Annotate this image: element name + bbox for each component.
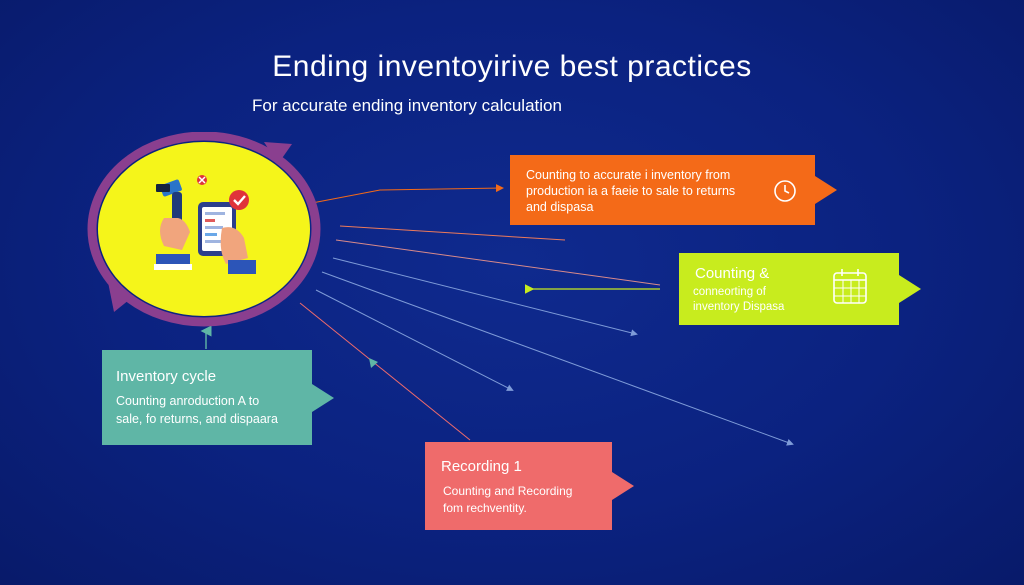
- connector-line: [332, 257, 638, 337]
- calendar-icon: [833, 269, 867, 304]
- connector-to-orange: [311, 184, 504, 204]
- card-text-line: Counting to accurate i inventory from: [526, 168, 731, 182]
- connector-line: [321, 271, 794, 446]
- card-inventory-cycle: Inventory cycle Counting anroduction A t…: [102, 350, 334, 445]
- inventory-scanner-checklist-icon: [87, 131, 321, 327]
- card-text-line: conneorting of: [693, 286, 766, 298]
- card-recording: Recording 1 Counting and Recording fom r…: [425, 442, 634, 530]
- connector-line: [315, 289, 514, 391]
- card-text-line: inventory Dispasa: [693, 301, 785, 313]
- card-pointer: [815, 176, 837, 204]
- clock-icon: [774, 180, 796, 202]
- connector-line: [339, 225, 566, 241]
- card-heading: Counting &: [695, 265, 770, 282]
- card-counting-connecting: Counting & conneorting of inventory Disp…: [679, 253, 921, 325]
- connector-to-red: [299, 302, 471, 441]
- card-pointer: [312, 383, 334, 412]
- page-title: Ending inventoyirive best practices: [272, 50, 752, 83]
- card-text-line: production ia a faeie to sale to returns: [526, 184, 736, 198]
- card-heading: Recording 1: [441, 458, 522, 475]
- connector-arrowhead: [369, 358, 378, 368]
- card-counting-accurate: Counting to accurate i inventory from pr…: [510, 155, 837, 225]
- card-text-line: sale, fo returns, and dispaara: [116, 412, 278, 426]
- card-text-line: fom rechventity.: [443, 501, 527, 515]
- card-text-line: Counting anroduction A to: [116, 394, 260, 408]
- card-pointer: [612, 472, 634, 500]
- page-subtitle: For accurate ending inventory calculatio…: [252, 96, 562, 115]
- card-text-line: Counting and Recording: [443, 484, 573, 498]
- inventory-hub: [86, 131, 326, 332]
- connector-line: [335, 239, 661, 286]
- card-text-line: and dispasa: [526, 200, 594, 214]
- card-heading: Inventory cycle: [116, 368, 217, 385]
- card-pointer: [899, 275, 921, 303]
